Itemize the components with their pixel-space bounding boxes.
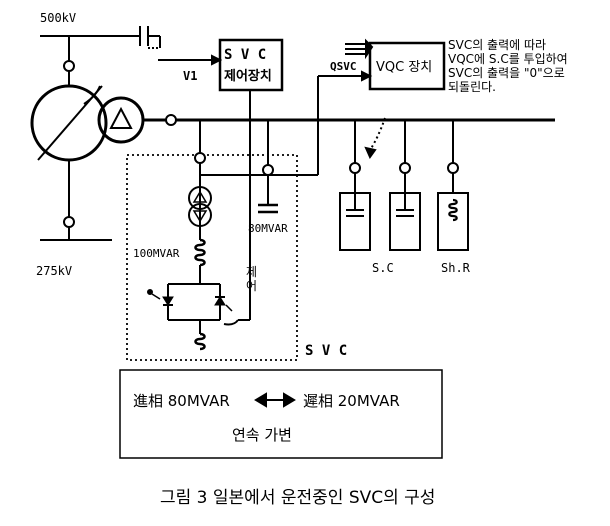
label-sc: S.C <box>372 261 394 275</box>
note-line-2: VQC에 S.C를 투입하여 <box>448 52 568 66</box>
breaker-500kv <box>63 60 75 72</box>
svc-control-title: S V C <box>224 47 266 63</box>
label-v1: V1 <box>183 69 197 83</box>
label-shr: Sh.R <box>441 261 471 275</box>
label-control-1: 제 <box>246 265 257 279</box>
label-continuous: 연속 가변 <box>232 426 292 444</box>
label-100mvar: 100MVAR <box>133 247 180 260</box>
label-500kv: 500kV <box>40 11 76 25</box>
note-line-3: SVC의 출력을 "0"으로 <box>448 66 565 80</box>
label-control-2: 어 <box>246 279 257 293</box>
range-box <box>119 369 443 459</box>
label-80mvar: 80MVAR <box>248 222 288 235</box>
shunt-reactor <box>437 192 469 251</box>
svc-transformer-upper <box>188 186 212 210</box>
label-275kv: 275kV <box>36 264 72 278</box>
svc-transformer-lower <box>188 203 212 227</box>
vqc-label: VQC 장치 <box>376 60 432 75</box>
label-qsvc: QSVC <box>330 60 357 73</box>
label-svc: S V C <box>305 343 347 359</box>
svc-control-subtitle: 제어장치 <box>224 68 272 84</box>
vqc-box <box>368 41 446 91</box>
svc-boundary <box>126 154 298 361</box>
label-lag-20mvar: 遲相 20MVAR <box>303 392 400 410</box>
breaker-275kv <box>63 216 75 228</box>
figure-caption: 그림 3 일본에서 운전중인 SVC의 구성 <box>160 488 435 508</box>
note-line-1: SVC의 출력에 따라 <box>448 38 546 52</box>
reactor-100mvar <box>194 238 206 267</box>
label-lead-80mvar: 進相 80MVAR <box>133 392 230 410</box>
note-line-4: 되돌린다. <box>448 80 496 94</box>
